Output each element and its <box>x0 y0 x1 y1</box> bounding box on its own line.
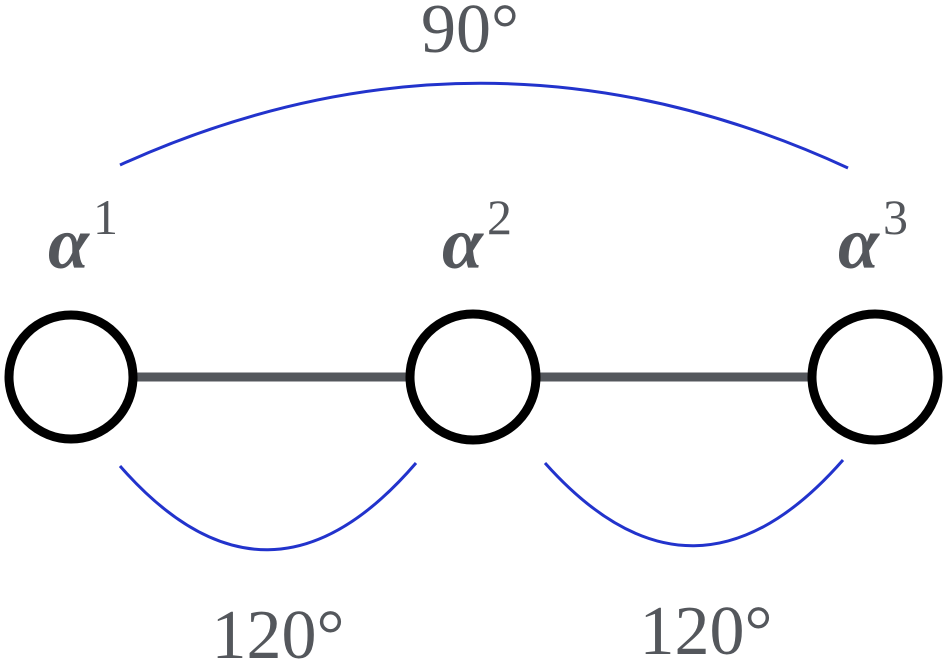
node-label-2: α2 <box>442 189 512 285</box>
angle-arc-2-3 <box>543 459 845 548</box>
node-label-3: α3 <box>838 189 908 285</box>
angle-arc-1-2 <box>118 462 418 552</box>
angle-label-bottom-left: 120° <box>212 597 345 664</box>
node-2 <box>405 309 541 445</box>
node-3 <box>807 309 943 445</box>
angle-label-top: 90° <box>421 0 519 68</box>
node-1 <box>4 310 138 444</box>
angle-label-bottom-right: 120° <box>640 593 773 664</box>
angle-arc-1-3 <box>119 81 849 170</box>
node-label-1: α1 <box>48 189 118 285</box>
